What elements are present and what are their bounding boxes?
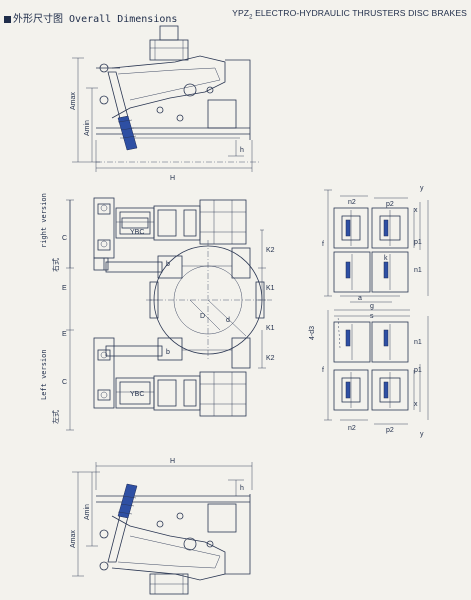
label-s-mid: s: [370, 313, 374, 320]
label-p2-bottom: p2: [386, 427, 394, 434]
label-K1-top: K1: [266, 285, 275, 292]
label-f-bottom: f: [322, 367, 324, 374]
label-right-cn: 右式: [51, 258, 60, 272]
dim-label-d: d: [226, 317, 230, 324]
label-a-top: a: [358, 295, 362, 302]
label-p1-bottom: p1: [414, 367, 422, 374]
page-title: 外形尺寸图 Overall Dimensions: [4, 10, 177, 25]
label-C-top: C: [62, 235, 67, 242]
product-prefix: YPZ: [232, 8, 250, 18]
label-K2-top: K2: [266, 247, 275, 254]
plan-view-right: YBC: [66, 197, 266, 331]
label-h-top: h: [240, 147, 244, 154]
brake-pad-top-view: [117, 115, 138, 151]
label-x-bottom: x: [414, 401, 418, 408]
title-cn: 外形尺寸图: [13, 14, 63, 25]
label-y-top: y: [420, 185, 424, 192]
label-4d3: 4-d3: [309, 326, 316, 340]
label-x-top: x: [414, 207, 418, 214]
label-n2-bottom: n2: [348, 425, 356, 432]
bullet-square-icon: [4, 16, 11, 23]
product-name: ELECTRO-HYDRAULIC THRUSTERS DISC BRAKES: [255, 8, 467, 18]
label-left-cn: 左式: [51, 410, 60, 424]
label-Amin-top: Amin: [84, 120, 91, 136]
label-H-top: H: [170, 175, 175, 182]
label-b-bottom: b: [166, 349, 170, 356]
label-H-bottom: H: [170, 458, 175, 465]
label-n1-top: n1: [414, 267, 422, 274]
label-K1-bottom: K1: [266, 325, 275, 332]
product-sub: 2: [249, 14, 253, 21]
label-y-bottom: y: [420, 431, 424, 438]
brake-disc: D d: [146, 240, 272, 360]
label-K2-bottom: K2: [266, 355, 275, 362]
dimension-labels: right version 右式 Left version 左式 H H Ama…: [40, 92, 424, 548]
label-E-top: E: [62, 285, 67, 292]
label-n2-top: n2: [348, 199, 356, 206]
product-title: YPZ2 ELECTRO-HYDRAULIC THRUSTERS DISC BR…: [232, 8, 467, 21]
brake-pad-bottom-view: [117, 483, 138, 519]
label-left-version: Left version: [40, 349, 48, 400]
label-right-version: right version: [40, 193, 48, 248]
label-Amin-bottom: Amin: [84, 504, 91, 520]
label-k-top: k: [384, 255, 388, 262]
plan-view-left: YBC: [66, 330, 266, 431]
title-en: Overall Dimensions: [69, 14, 178, 25]
label-p2-top: p2: [386, 201, 394, 208]
side-view-bottom: [72, 462, 253, 595]
label-p1-top: p1: [414, 239, 422, 246]
label-C-bottom: C: [62, 379, 67, 386]
ybc-label-bottom: YBC: [130, 391, 144, 398]
label-Amax-top: Amax: [70, 92, 77, 110]
ybc-label-top: YBC: [130, 229, 144, 236]
label-h-bottom: h: [240, 485, 244, 492]
label-g-top: g: [370, 303, 374, 310]
label-E-bottom: E: [62, 331, 67, 338]
label-n1-bottom: n1: [414, 339, 422, 346]
label-b-top: b: [166, 261, 170, 268]
side-view-top: [72, 25, 260, 172]
label-f-top: f: [322, 241, 324, 248]
label-Amax-bottom: Amax: [70, 530, 77, 548]
dim-label-D: D: [200, 313, 205, 320]
pad-detail-views: [324, 189, 429, 425]
